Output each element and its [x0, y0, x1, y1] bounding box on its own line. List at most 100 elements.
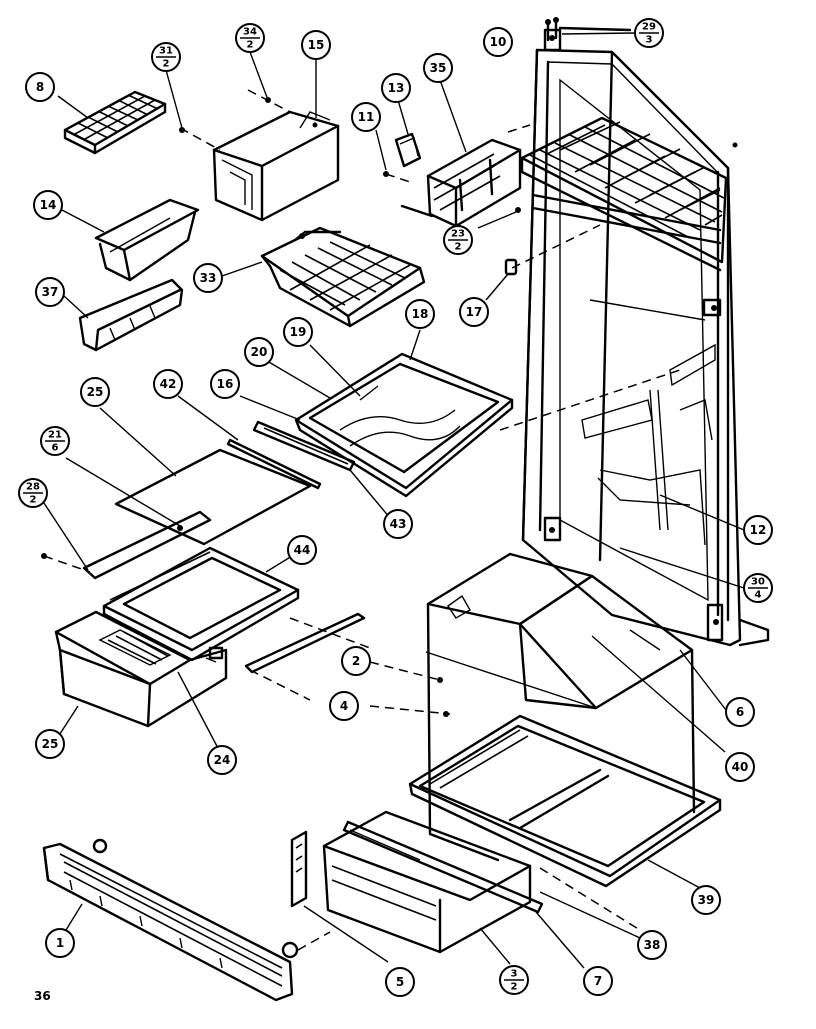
svg-text:37: 37: [42, 285, 59, 299]
svg-text:25: 25: [42, 737, 59, 751]
svg-text:14: 14: [40, 198, 57, 212]
svg-text:10: 10: [490, 35, 507, 49]
door-rack: [78, 278, 184, 352]
callout-43: 43: [383, 509, 413, 539]
svg-text:2: 2: [511, 982, 518, 993]
svg-text:19: 19: [290, 325, 307, 339]
callout-31-2: 31 2: [151, 42, 181, 72]
meat-keeper-frame: [408, 714, 722, 888]
callout-38: 38: [637, 930, 667, 960]
svg-text:40: 40: [732, 760, 749, 774]
svg-text:11: 11: [358, 110, 375, 124]
svg-text:7: 7: [594, 974, 602, 988]
callout-29-3: 29 3: [634, 18, 664, 48]
callout-37: 37: [35, 277, 65, 307]
svg-text:12: 12: [750, 523, 767, 537]
svg-text:2: 2: [163, 59, 170, 70]
callout-21-6: 21 6: [40, 426, 70, 456]
svg-text:2: 2: [247, 40, 254, 51]
bottom-drawer: [322, 810, 532, 954]
svg-text:5: 5: [396, 975, 404, 989]
svg-text:34: 34: [243, 27, 257, 38]
svg-text:28: 28: [26, 482, 40, 493]
svg-text:13: 13: [388, 81, 405, 95]
callout-19: 19: [283, 317, 313, 347]
callout-15: 15: [301, 30, 331, 60]
callout-16: 16: [210, 369, 240, 399]
callout-13: 13: [381, 73, 411, 103]
callout-11: 11: [351, 102, 381, 132]
callout-35: 35: [423, 53, 453, 83]
freezer-shelf-rack: [400, 138, 522, 228]
svg-text:44: 44: [294, 543, 311, 557]
callout-7: 7: [583, 966, 613, 996]
page-number: 36: [34, 989, 51, 1003]
svg-text:2: 2: [455, 242, 462, 253]
callout-2: 2: [341, 646, 371, 676]
svg-text:31: 31: [159, 46, 173, 57]
svg-text:8: 8: [36, 80, 44, 94]
callout-20: 20: [244, 337, 274, 367]
svg-text:16: 16: [217, 377, 234, 391]
ice-tray: [63, 90, 167, 155]
crisper-frame: [102, 546, 300, 662]
svg-text:38: 38: [644, 938, 661, 952]
callout-25a: 25: [80, 377, 110, 407]
base-grille: [42, 838, 299, 1002]
svg-text:4: 4: [755, 590, 762, 601]
crisper-drawer: [54, 610, 228, 728]
callout-39: 39: [691, 885, 721, 915]
callout-5: 5: [385, 967, 415, 997]
callout-44: 44: [287, 535, 317, 565]
callout-3-2: 3 2: [499, 965, 529, 995]
ice-bucket: [94, 198, 200, 282]
svg-text:24: 24: [214, 753, 231, 767]
callout-1: 1: [45, 928, 75, 958]
callout-12: 12: [743, 515, 773, 545]
callout-30-4: 30 4: [743, 573, 773, 603]
callout-23-2: 23 2: [443, 225, 473, 255]
callout-18: 18: [405, 299, 435, 329]
svg-text:29: 29: [642, 22, 656, 33]
svg-text:3: 3: [511, 969, 518, 980]
divider-post: [290, 830, 308, 908]
pantry-cover: [425, 552, 696, 862]
callout-14: 14: [33, 190, 63, 220]
svg-text:20: 20: [251, 345, 268, 359]
callout-6: 6: [725, 697, 755, 727]
callout-33: 33: [193, 263, 223, 293]
glass-shelf: [294, 352, 514, 498]
svg-text:1: 1: [56, 936, 64, 950]
svg-text:6: 6: [736, 705, 744, 719]
shelf-bracket: [394, 132, 422, 168]
callout-4: 4: [329, 691, 359, 721]
callout-17: 17: [459, 297, 489, 327]
callouts: 8 15 10 13 35 11 14 33 37 17 18 19 20 25…: [25, 27, 773, 997]
cabinet: [521, 17, 770, 647]
callout-42: 42: [153, 369, 183, 399]
svg-text:35: 35: [430, 61, 447, 75]
crisper-cover: [114, 448, 312, 546]
ice-maker-housing: [212, 110, 340, 222]
wire-basket: [260, 226, 426, 328]
bumper: [504, 258, 518, 276]
callout-40: 40: [725, 752, 755, 782]
svg-text:43: 43: [390, 517, 407, 531]
callout-8: 8: [25, 72, 55, 102]
callout-24: 24: [207, 745, 237, 775]
svg-text:4: 4: [340, 699, 348, 713]
callout-10: 10: [483, 27, 513, 57]
svg-text:30: 30: [751, 577, 765, 588]
svg-text:25: 25: [87, 385, 104, 399]
callout-28-2: 28 2: [18, 478, 48, 508]
svg-text:15: 15: [308, 38, 325, 52]
svg-text:18: 18: [412, 307, 429, 321]
svg-text:17: 17: [466, 305, 483, 319]
svg-text:3: 3: [646, 35, 653, 46]
svg-text:21: 21: [48, 430, 62, 441]
svg-text:2: 2: [352, 654, 360, 668]
svg-text:2: 2: [30, 495, 37, 506]
svg-text:23: 23: [451, 229, 465, 240]
